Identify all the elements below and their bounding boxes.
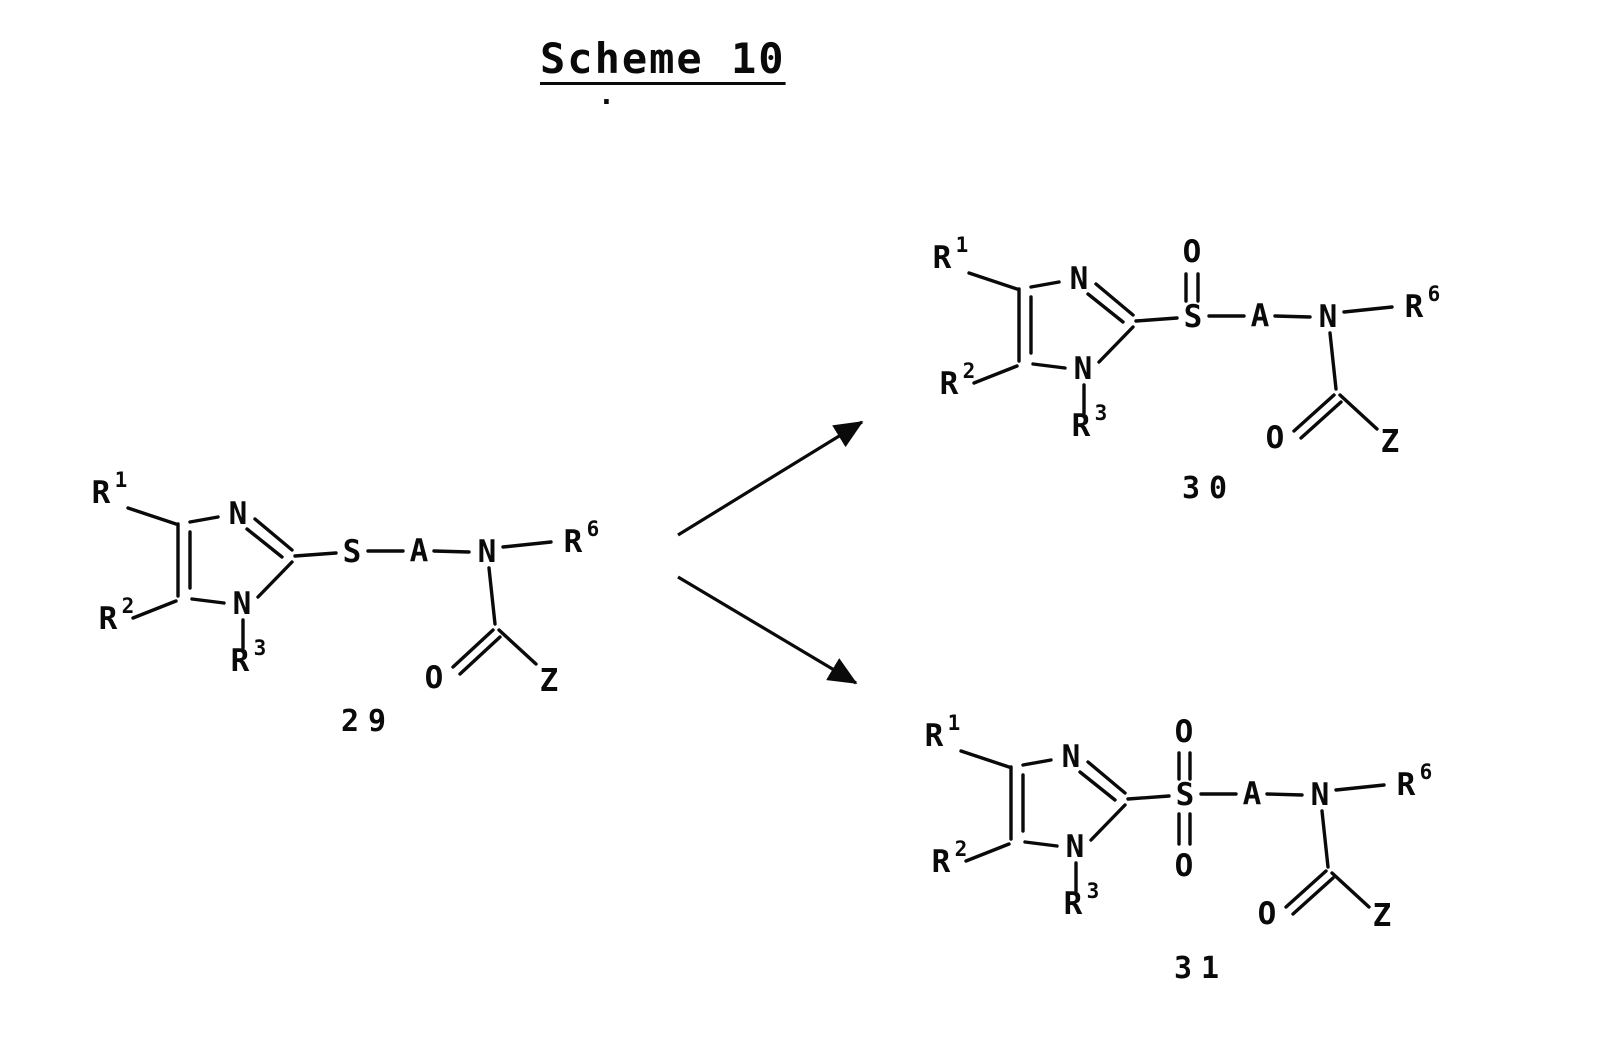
substituent-bonds [959,749,1078,893]
compound-number-31: 31 [1174,951,1228,986]
substituent-r3-label: R [1072,408,1091,444]
substituent-r2-sup: 2 [963,359,976,383]
ring-nitrogen-bottom: N [1074,351,1093,387]
substituent-r3-sup: 3 [1087,879,1100,903]
compound-29: R 1 R 2 R 3 N N S A N R 6 O Z 29 [92,468,600,739]
chain-bonds [293,540,553,626]
ring-double-bond-left [176,522,192,598]
ring-double-bond-left [1009,765,1025,841]
linker-a-atom: A [1251,298,1270,334]
substituent-r1-sup: 1 [956,233,969,257]
ring-nitrogen-bottom: N [1066,829,1085,865]
ring-nitrogen-top: N [229,496,248,532]
sulfone-oxygen-top: O [1175,714,1194,750]
substituent-r2-label: R [940,366,959,402]
ring-double-bond-right [245,517,294,559]
arrow-to-compound-31 [677,575,858,685]
compound-number-29: 29 [341,704,395,739]
substituent-r1-label: R [933,240,952,276]
ring-double-bond-left [1017,287,1033,363]
ring-single-bonds [1021,758,1127,848]
sulfone-oxygen-bottom: O [1175,848,1194,884]
z-group: Z [1373,898,1392,934]
sulfone-double-bond-top [1177,751,1192,781]
sulfur-atom: S [343,534,362,570]
ring-single-bonds [1029,280,1135,370]
compound-number-30: 30 [1182,471,1236,506]
compound-30: R 1 R 2 R 3 N N O S A N R 6 O Z 30 [933,233,1441,506]
scheme-title: Scheme 10 [540,34,786,83]
amide-nitrogen: N [1311,777,1330,813]
substituent-r1-label: R [925,718,944,754]
z-bond [497,628,538,666]
carbonyl-double-bond [451,628,502,676]
ring-nitrogen-top: N [1070,261,1089,297]
reaction-arrows [677,420,864,685]
ring-double-bond-right [1086,282,1135,324]
substituent-r3-sup: 3 [254,636,267,660]
arrow-to-compound-30 [677,420,864,537]
sulfoxide-oxygen: O [1183,234,1202,270]
linker-a-atom: A [1243,776,1262,812]
substituent-r6-label: R [564,524,583,560]
substituent-r3-label: R [1064,886,1083,922]
sulfoxide-double-bond [1184,272,1200,303]
substituent-r2-sup: 2 [122,594,135,618]
substituent-bonds [967,271,1086,415]
linker-a-atom: A [410,533,429,569]
substituent-r1-label: R [92,475,111,511]
carbonyl-double-bond [1284,869,1335,916]
sulfur-atom: S [1184,299,1203,335]
substituent-r6-label: R [1405,289,1424,325]
substituent-r3-sup: 3 [1095,401,1108,425]
chain-bonds [1126,783,1386,869]
sulfone-double-bond-bottom [1177,812,1192,846]
carbonyl-double-bond [1292,393,1343,440]
amide-nitrogen: N [478,534,497,570]
carbonyl-oxygen: O [1258,896,1277,932]
stray-period-mark: . [598,78,615,111]
substituent-r6-sup: 6 [1420,760,1433,784]
ring-nitrogen-top: N [1062,739,1081,775]
ring-single-bonds [188,515,294,605]
carbonyl-oxygen: O [425,660,444,696]
ring-double-bond-right [1078,760,1127,802]
sulfur-atom: S [1176,777,1195,813]
substituent-r2-label: R [99,601,118,637]
z-bond [1330,871,1371,909]
z-bond [1338,393,1379,431]
ring-nitrogen-bottom: N [233,586,252,622]
substituent-r1-sup: 1 [115,468,128,492]
substituent-r2-label: R [932,844,951,880]
substituent-r1-sup: 1 [948,711,961,735]
substituent-r6-sup: 6 [587,517,600,541]
z-group: Z [1381,424,1400,460]
substituent-r3-label: R [231,643,250,679]
substituent-r2-sup: 2 [955,837,968,861]
substituent-bonds [126,506,245,650]
substituent-r6-label: R [1397,767,1416,803]
z-group: Z [540,663,559,699]
substituent-r6-sup: 6 [1428,282,1441,306]
compound-31: R 1 R 2 R 3 N N O O S A N R 6 O Z 31 [925,711,1433,986]
amide-nitrogen: N [1319,299,1338,335]
carbonyl-oxygen: O [1266,420,1285,456]
chain-bonds [1134,305,1394,391]
